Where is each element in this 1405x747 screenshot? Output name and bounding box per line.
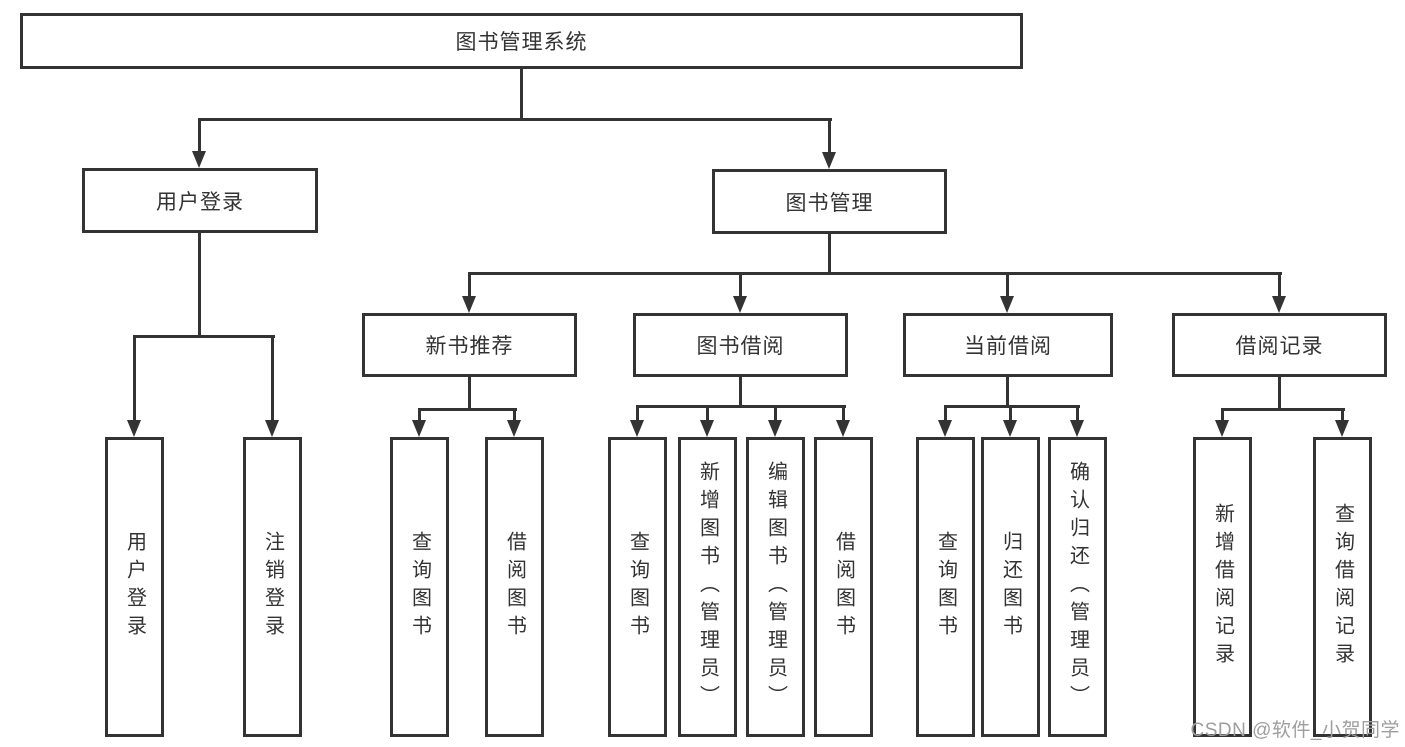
node-book-management: 图书管理 bbox=[712, 169, 947, 234]
arrowhead-icon bbox=[822, 152, 836, 169]
leaf-label: 查询借阅记录 bbox=[1331, 503, 1354, 671]
arrowhead-icon bbox=[1003, 420, 1017, 437]
connector-line bbox=[513, 408, 516, 423]
leaf-borrow-books-recommend: 借阅图书 bbox=[485, 437, 544, 737]
node-label: 新书推荐 bbox=[425, 335, 514, 358]
leaf-label: 注销登录 bbox=[261, 531, 284, 643]
leaf-label: 查询图书 bbox=[934, 531, 957, 643]
leaf-add-borrow-record: 新增借阅记录 bbox=[1193, 437, 1252, 737]
arrowhead-icon bbox=[768, 420, 782, 437]
connector-line bbox=[271, 335, 274, 424]
connector-line bbox=[1221, 408, 1224, 423]
arrowhead-icon bbox=[700, 420, 714, 437]
leaf-query-books-current: 查询图书 bbox=[916, 437, 975, 737]
leaf-query-books-borrowing: 查询图书 bbox=[608, 437, 667, 737]
connector-line bbox=[468, 272, 471, 299]
leaf-confirm-return-admin: 确认归还（管理员） bbox=[1048, 437, 1107, 737]
connector-line bbox=[828, 234, 831, 272]
connector-line bbox=[133, 335, 275, 338]
node-label: 图书管理系统 bbox=[455, 31, 588, 54]
node-label: 当前借阅 bbox=[964, 335, 1052, 358]
arrowhead-icon bbox=[265, 420, 279, 437]
leaf-label: 归还图书 bbox=[999, 531, 1022, 643]
node-label: 用户登录 bbox=[156, 190, 244, 214]
connector-line bbox=[828, 118, 831, 155]
leaf-label: 借阅图书 bbox=[832, 531, 855, 643]
connector-line bbox=[198, 118, 201, 154]
arrowhead-icon bbox=[192, 151, 206, 168]
connector-line bbox=[1009, 405, 1012, 423]
connector-line bbox=[1278, 377, 1281, 408]
leaf-logout: 注销登录 bbox=[243, 437, 302, 737]
connector-line bbox=[1341, 408, 1344, 423]
connector-line bbox=[468, 377, 471, 408]
connector-line bbox=[1221, 408, 1345, 411]
connector-line bbox=[1006, 272, 1009, 299]
leaf-borrow-books: 借阅图书 bbox=[814, 437, 873, 737]
csdn-watermark: CSDN @软件_小贺同学 bbox=[1190, 720, 1400, 741]
connector-line bbox=[133, 335, 136, 424]
arrowhead-icon bbox=[938, 420, 952, 437]
arrowhead-icon bbox=[1000, 296, 1014, 313]
node-new-book-recommendation: 新书推荐 bbox=[362, 313, 577, 377]
node-borrowing-records: 借阅记录 bbox=[1172, 313, 1387, 377]
node-label: 借阅记录 bbox=[1235, 335, 1324, 358]
leaf-return-books: 归还图书 bbox=[981, 437, 1040, 737]
leaf-label: 用户登录 bbox=[123, 531, 146, 643]
connector-line bbox=[418, 408, 421, 423]
connector-line bbox=[739, 272, 742, 299]
connector-line bbox=[418, 408, 517, 411]
connector-line bbox=[1278, 272, 1281, 299]
arrowhead-icon bbox=[1070, 420, 1084, 437]
arrowhead-icon bbox=[1335, 420, 1349, 437]
arrowhead-icon bbox=[462, 296, 476, 313]
arrowhead-icon bbox=[836, 420, 850, 437]
leaf-label: 查询图书 bbox=[626, 531, 649, 643]
leaf-add-books-admin: 新增图书（管理员） bbox=[678, 437, 737, 737]
leaf-label: 新增借阅记录 bbox=[1211, 503, 1234, 671]
connector-line bbox=[468, 272, 1282, 275]
connector-line bbox=[520, 69, 523, 118]
node-user-login: 用户登录 bbox=[82, 168, 318, 233]
leaf-label: 查询图书 bbox=[408, 531, 431, 643]
arrowhead-icon bbox=[630, 420, 644, 437]
node-book-borrowing: 图书借阅 bbox=[633, 313, 848, 377]
arrowhead-icon bbox=[127, 420, 141, 437]
arrowhead-icon bbox=[733, 296, 747, 313]
arrowhead-icon bbox=[1215, 420, 1229, 437]
connector-line bbox=[636, 405, 639, 423]
connector-line bbox=[944, 405, 1080, 408]
connector-line bbox=[706, 405, 709, 423]
connector-line bbox=[198, 118, 832, 121]
node-label: 图书管理 bbox=[785, 191, 874, 215]
node-current-borrowing: 当前借阅 bbox=[903, 313, 1113, 377]
connector-line bbox=[1006, 377, 1009, 405]
connector-line bbox=[842, 405, 845, 423]
arrowhead-icon bbox=[507, 420, 521, 437]
leaf-label: 借阅图书 bbox=[503, 531, 526, 643]
arrowhead-icon bbox=[412, 420, 426, 437]
leaf-user-login: 用户登录 bbox=[105, 437, 164, 737]
connector-line bbox=[1076, 405, 1079, 423]
connector-line bbox=[739, 377, 742, 405]
leaf-query-books-recommend: 查询图书 bbox=[390, 437, 449, 737]
leaf-label: 编辑图书（管理员） bbox=[764, 461, 787, 713]
connector-line bbox=[636, 405, 846, 408]
connector-line bbox=[774, 405, 777, 423]
node-label: 图书借阅 bbox=[696, 335, 785, 358]
arrowhead-icon bbox=[1272, 296, 1286, 313]
leaf-edit-books-admin: 编辑图书（管理员） bbox=[746, 437, 805, 737]
leaf-query-borrow-record: 查询借阅记录 bbox=[1313, 437, 1372, 737]
connector-line bbox=[198, 233, 201, 335]
leaf-label: 确认归还（管理员） bbox=[1066, 461, 1089, 713]
leaf-label: 新增图书（管理员） bbox=[696, 461, 719, 713]
node-library-management-system: 图书管理系统 bbox=[20, 13, 1023, 69]
connector-line bbox=[944, 405, 947, 423]
